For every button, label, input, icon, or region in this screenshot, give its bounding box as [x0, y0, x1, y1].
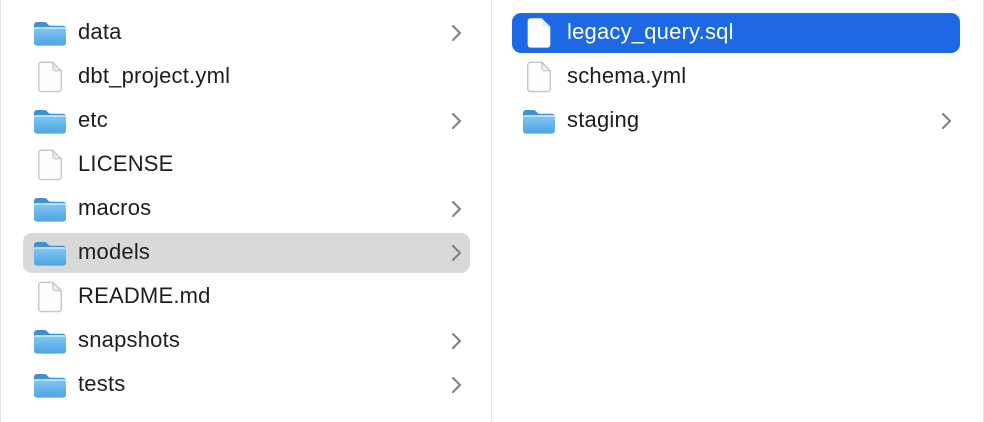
folder-icon: [522, 104, 556, 138]
list-item[interactable]: staging: [512, 101, 960, 141]
chevron-right-icon: [450, 332, 462, 350]
document-icon: [522, 16, 556, 50]
document-icon: [33, 148, 67, 182]
item-label: schema.yml: [567, 65, 687, 88]
list-item[interactable]: snapshots: [23, 321, 470, 361]
folder-icon: [33, 368, 67, 402]
chevron-right-icon: [450, 244, 462, 262]
list-item[interactable]: dbt_project.yml: [23, 57, 470, 97]
list-item[interactable]: legacy_query.sql: [512, 13, 960, 53]
chevron-right-icon: [450, 376, 462, 394]
item-label: dbt_project.yml: [78, 65, 231, 88]
folder-icon: [33, 236, 67, 270]
chevron-right-icon: [450, 24, 462, 42]
item-label: macros: [78, 197, 152, 220]
item-label: data: [78, 21, 122, 44]
list-item[interactable]: models: [23, 233, 470, 273]
document-icon: [522, 60, 556, 94]
list-item[interactable]: data: [23, 13, 470, 53]
item-label: legacy_query.sql: [567, 21, 734, 44]
chevron-right-icon: [450, 112, 462, 130]
folder-icon: [33, 192, 67, 226]
list-item[interactable]: etc: [23, 101, 470, 141]
folder-icon: [33, 104, 67, 138]
list-item[interactable]: LICENSE: [23, 145, 470, 185]
item-label: tests: [78, 373, 126, 396]
item-label: README.md: [78, 285, 211, 308]
item-label: models: [78, 241, 151, 264]
list-item[interactable]: README.md: [23, 277, 470, 317]
list-item[interactable]: macros: [23, 189, 470, 229]
chevron-right-icon: [940, 112, 952, 130]
item-label: snapshots: [78, 329, 181, 352]
item-label: etc: [78, 109, 108, 132]
item-label: staging: [567, 109, 640, 132]
list-item[interactable]: tests: [23, 365, 470, 405]
document-icon: [33, 60, 67, 94]
chevron-right-icon: [450, 200, 462, 218]
item-label: LICENSE: [78, 153, 174, 176]
file-column-contents: legacy_query.sql schema.yml staging: [492, 0, 983, 422]
folder-icon: [33, 324, 67, 358]
folder-icon: [33, 16, 67, 50]
document-icon: [33, 280, 67, 314]
list-item[interactable]: schema.yml: [512, 57, 960, 97]
